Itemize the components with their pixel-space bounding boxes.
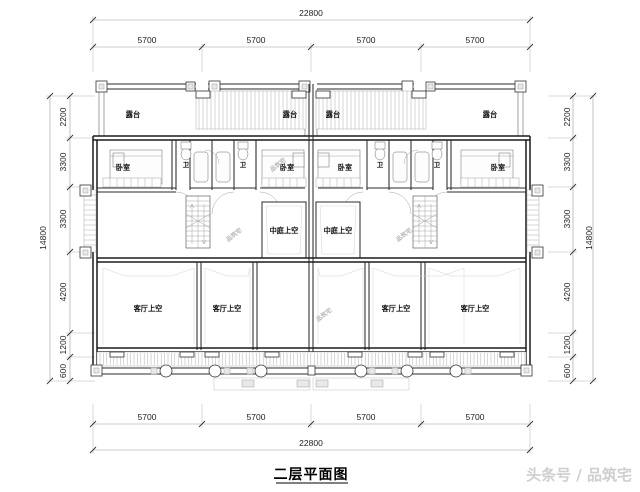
left-overall-dimension: 14800 bbox=[38, 226, 48, 250]
right-overall-dimension: 14800 bbox=[584, 226, 594, 250]
right-segment-dimension-3: 3300 bbox=[562, 209, 572, 228]
top-bay-dimension-2: 5700 bbox=[247, 35, 266, 45]
room-label-living-3: 客厅上空 bbox=[381, 304, 411, 313]
wardrobe-2 bbox=[261, 177, 307, 188]
bottom-overall-dimension: 22800 bbox=[299, 438, 323, 448]
left-dimension-chain: 14800 2200 3300 3300 4200 1200 600 bbox=[38, 92, 95, 385]
building-plan: 露台 露台 露台 露台 bbox=[79, 80, 544, 391]
room-label-living-4: 客厅上空 bbox=[460, 304, 490, 313]
room-label-living-2: 客厅上空 bbox=[212, 304, 242, 313]
room-label-atrium-1: 中庭上空 bbox=[270, 226, 299, 235]
bottom-columns bbox=[90, 364, 533, 391]
room-label-bedroom-1: 卧室 bbox=[116, 163, 130, 172]
room-label-terrace-3: 露台 bbox=[326, 110, 340, 119]
room-label-bedroom-2: 卧室 bbox=[280, 163, 294, 172]
left-segment-dimension-1: 2200 bbox=[58, 107, 68, 126]
left-segment-dimension-6: 600 bbox=[58, 364, 68, 378]
bottom-bay-dimension-4: 5700 bbox=[466, 412, 485, 422]
bedroom-partitions bbox=[97, 140, 526, 193]
top-railing-hatch bbox=[195, 90, 427, 130]
room-label-living-1: 客厅上空 bbox=[133, 304, 163, 313]
room-label-bathroom-3: 卫 bbox=[377, 161, 384, 169]
bottom-bay-dimension-3: 5700 bbox=[357, 412, 376, 422]
left-segment-dimension-5: 1200 bbox=[58, 335, 68, 354]
side-balcony-left bbox=[79, 184, 97, 259]
right-segment-dimension-5: 1200 bbox=[562, 335, 572, 354]
drawing-title-block: 二层平面图 bbox=[274, 467, 349, 484]
side-balcony-right bbox=[526, 184, 544, 259]
room-label-atrium-2: 中庭上空 bbox=[324, 226, 353, 235]
right-segment-dimension-1: 2200 bbox=[562, 107, 572, 126]
room-label-bathroom-2: 卫 bbox=[240, 161, 247, 169]
top-bay-dimension-3: 5700 bbox=[357, 35, 376, 45]
right-segment-dimension-2: 3300 bbox=[562, 152, 572, 171]
wardrobe-1 bbox=[102, 177, 162, 188]
atrium-voids: 中庭上空 中庭上空 bbox=[261, 201, 361, 259]
wardrobe-4 bbox=[460, 177, 520, 188]
wardrobe-3 bbox=[315, 177, 361, 188]
bottom-bay-dimension-2: 5700 bbox=[247, 412, 266, 422]
room-label-terrace-4: 露台 bbox=[483, 110, 497, 119]
top-overall-dimension: 22800 bbox=[299, 8, 323, 18]
top-columns bbox=[95, 80, 527, 93]
top-dimension-chain: 22800 5700 5700 5700 5700 bbox=[89, 8, 534, 72]
room-label-bathroom-4: 卫 bbox=[434, 161, 441, 169]
top-bay-dimension-1: 5700 bbox=[138, 35, 157, 45]
bottom-balustrade bbox=[96, 351, 527, 367]
right-dimension-chain: 14800 2200 3300 3300 4200 1200 600 bbox=[548, 92, 597, 385]
bathroom-fixtures bbox=[180, 141, 443, 183]
left-segment-dimension-4: 4200 bbox=[58, 282, 68, 301]
bottom-dimension-chain: 5700 5700 5700 5700 22800 bbox=[89, 404, 534, 454]
bottom-bay-dimension-1: 5700 bbox=[138, 412, 157, 422]
room-label-bathroom-1: 卫 bbox=[183, 161, 190, 169]
right-segment-dimension-6: 600 bbox=[562, 364, 572, 378]
top-bay-dimension-4: 5700 bbox=[466, 35, 485, 45]
left-segment-dimension-2: 3300 bbox=[58, 152, 68, 171]
room-label-bedroom-4: 卧室 bbox=[491, 163, 505, 172]
drawing-title: 二层平面图 bbox=[274, 467, 349, 483]
staircase-left bbox=[185, 195, 211, 249]
room-label-terrace-1: 露台 bbox=[126, 110, 140, 119]
bedroom-furniture bbox=[102, 149, 520, 188]
staircase-right bbox=[412, 195, 438, 249]
room-label-bedroom-3: 卧室 bbox=[338, 163, 352, 172]
main-body-walls bbox=[92, 84, 531, 372]
room-label-terrace-2: 露台 bbox=[283, 110, 297, 119]
page-watermark: 头条号 / 品筑宅 bbox=[526, 466, 632, 484]
left-segment-dimension-3: 3300 bbox=[58, 209, 68, 228]
right-segment-dimension-4: 4200 bbox=[562, 282, 572, 301]
